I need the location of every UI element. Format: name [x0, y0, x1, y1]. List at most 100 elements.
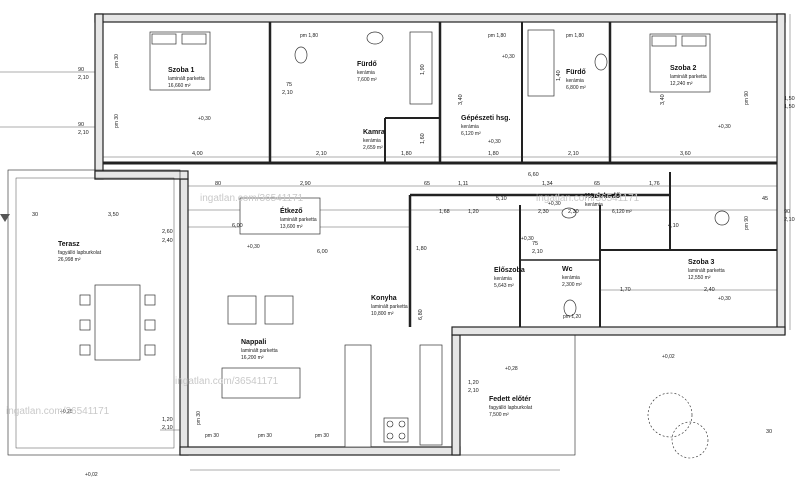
bathtub-1 [409, 31, 433, 105]
svg-text:+0,28: +0,28 [505, 366, 518, 372]
svg-text:4,10: 4,10 [668, 223, 679, 229]
cooktop [383, 417, 409, 443]
svg-text:1,80: 1,80 [488, 151, 499, 157]
svg-text:Terasz: Terasz [58, 241, 80, 248]
svg-text:12,550 m²: 12,550 m² [688, 275, 711, 281]
svg-text:6,800 m²: 6,800 m² [566, 85, 586, 91]
svg-text:3,60: 3,60 [680, 151, 691, 157]
svg-text:2,10: 2,10 [532, 249, 543, 255]
svg-text:6,00: 6,00 [317, 249, 328, 255]
svg-text:12,240 m²: 12,240 m² [670, 81, 693, 87]
svg-text:2,10: 2,10 [784, 217, 795, 223]
svg-text:laminált parketta: laminált parketta [241, 348, 278, 354]
room-label-szoba2: Szoba 2 laminált parketta 12,240 m² [670, 65, 707, 87]
svg-text:fagyálló lapburkolat: fagyálló lapburkolat [489, 405, 533, 411]
svg-text:2,10: 2,10 [162, 425, 173, 431]
svg-text:2,60: 2,60 [162, 229, 173, 235]
room-label-furdo1: Fürdő kerámia 7,600 m² [357, 61, 377, 83]
svg-text:Szoba 2: Szoba 2 [670, 65, 697, 72]
svg-text:+0,30: +0,30 [521, 236, 534, 242]
svg-text:2,659 m²: 2,659 m² [363, 145, 383, 151]
wc-toilet [563, 299, 577, 317]
armchairs [227, 295, 294, 325]
svg-text:90: 90 [78, 67, 84, 73]
svg-text:1,40: 1,40 [556, 70, 562, 81]
svg-text:1,90: 1,90 [420, 64, 426, 75]
svg-text:Gépészeti hsg.: Gépészeti hsg. [461, 115, 510, 122]
svg-text:1,20: 1,20 [162, 417, 173, 423]
svg-text:kerámia: kerámia [566, 78, 584, 84]
room-label-gepeszeti: Gépészeti hsg. kerámia 6,120 m² [461, 115, 510, 137]
room-label-szoba3: Szoba 3 laminált parketta 12,550 m² [688, 259, 725, 281]
svg-text:ingatlan.com/36541171: ingatlan.com/36541171 [536, 193, 640, 204]
svg-text:3,50: 3,50 [108, 212, 119, 218]
bed-szoba1 [149, 31, 211, 91]
svg-text:pm 30: pm 30 [196, 411, 202, 425]
svg-text:7,600 m²: 7,600 m² [357, 77, 377, 83]
svg-text:1,60: 1,60 [420, 133, 426, 144]
sink-1 [366, 31, 384, 45]
svg-text:6,80: 6,80 [418, 309, 424, 320]
svg-text:3,40: 3,40 [660, 94, 666, 105]
dimension-labels: 90 2,10 90 2,10 4,00 2,10 1,80 3,40 3,40… [32, 64, 795, 435]
svg-text:1,50: 1,50 [784, 104, 795, 110]
svg-text:2,30: 2,30 [568, 209, 579, 215]
svg-text:2,40: 2,40 [704, 287, 715, 293]
svg-text:+0,30: +0,30 [488, 139, 501, 145]
svg-text:Közlekedő: Közlekedő [585, 193, 620, 200]
svg-text:Fürdő: Fürdő [566, 69, 586, 76]
svg-text:1,80: 1,80 [416, 246, 427, 252]
svg-text:6,120 m²: 6,120 m² [612, 209, 632, 215]
svg-text:pm 1,80: pm 1,80 [300, 33, 318, 39]
svg-text:30: 30 [32, 212, 38, 218]
svg-text:26,998 m²: 26,998 m² [58, 257, 81, 263]
svg-text:ingatlan.com/36541171: ingatlan.com/36541171 [175, 376, 279, 387]
terrace-table [79, 284, 156, 361]
svg-text:80: 80 [215, 181, 221, 187]
svg-text:2,30: 2,30 [538, 209, 549, 215]
svg-text:pm 90: pm 90 [744, 91, 750, 105]
dimension-lines [0, 14, 791, 471]
svg-text:pm 30: pm 30 [114, 54, 120, 68]
svg-text:Étkező: Étkező [280, 206, 303, 215]
svg-text:pm 30: pm 30 [315, 433, 329, 439]
svg-text:laminált parketta: laminált parketta [168, 76, 205, 82]
svg-text:1,68: 1,68 [439, 209, 450, 215]
svg-text:+0,30: +0,30 [718, 124, 731, 130]
svg-text:ingatlan.com/36541171: ingatlan.com/36541171 [6, 406, 110, 417]
svg-text:65: 65 [424, 181, 430, 187]
svg-text:2,10: 2,10 [282, 90, 293, 96]
level-markers: +0,30 +0,30 +0,30 +0,30 +0,30 +0,30 +0,3… [60, 54, 731, 478]
svg-text:pm 30: pm 30 [258, 433, 272, 439]
svg-text:1,50: 1,50 [784, 96, 795, 102]
svg-text:ingatlan.com/36541171: ingatlan.com/36541171 [200, 193, 304, 204]
svg-text:5,10: 5,10 [496, 196, 507, 202]
svg-text:kerámia: kerámia [494, 276, 512, 282]
svg-text:16,660 m²: 16,660 m² [168, 83, 191, 89]
svg-text:45: 45 [762, 196, 768, 202]
svg-text:13,600 m²: 13,600 m² [280, 224, 303, 230]
svg-text:1,80: 1,80 [401, 151, 412, 157]
svg-text:16,200 m²: 16,200 m² [241, 355, 264, 361]
svg-text:5,643 m²: 5,643 m² [494, 283, 514, 289]
room-label-eloszoba: Előszoba kerámia 5,643 m² [494, 267, 525, 289]
svg-text:1,34: 1,34 [542, 181, 553, 187]
porch-slab [459, 334, 576, 456]
svg-text:10,800 m²: 10,800 m² [371, 311, 394, 317]
svg-text:Wc: Wc [562, 266, 573, 273]
room-label-kamra: Kamra kerámia 2,659 m² [363, 129, 385, 151]
svg-text:kerámia: kerámia [363, 138, 381, 144]
svg-text:90: 90 [78, 122, 84, 128]
svg-text:+0,02: +0,02 [662, 354, 675, 360]
svg-text:2,10: 2,10 [468, 388, 479, 394]
north-marker-icon [0, 214, 10, 222]
svg-text:30: 30 [766, 429, 772, 435]
svg-text:2,10: 2,10 [568, 151, 579, 157]
interior-walls [103, 22, 777, 327]
svg-text:2,90: 2,90 [300, 181, 311, 187]
svg-text:2,40: 2,40 [162, 238, 173, 244]
svg-text:pm 30: pm 30 [205, 433, 219, 439]
svg-text:+0,28: +0,28 [60, 409, 73, 415]
exterior-walls [94, 13, 786, 456]
svg-text:fagyálló lapburkolat: fagyálló lapburkolat [58, 250, 102, 256]
